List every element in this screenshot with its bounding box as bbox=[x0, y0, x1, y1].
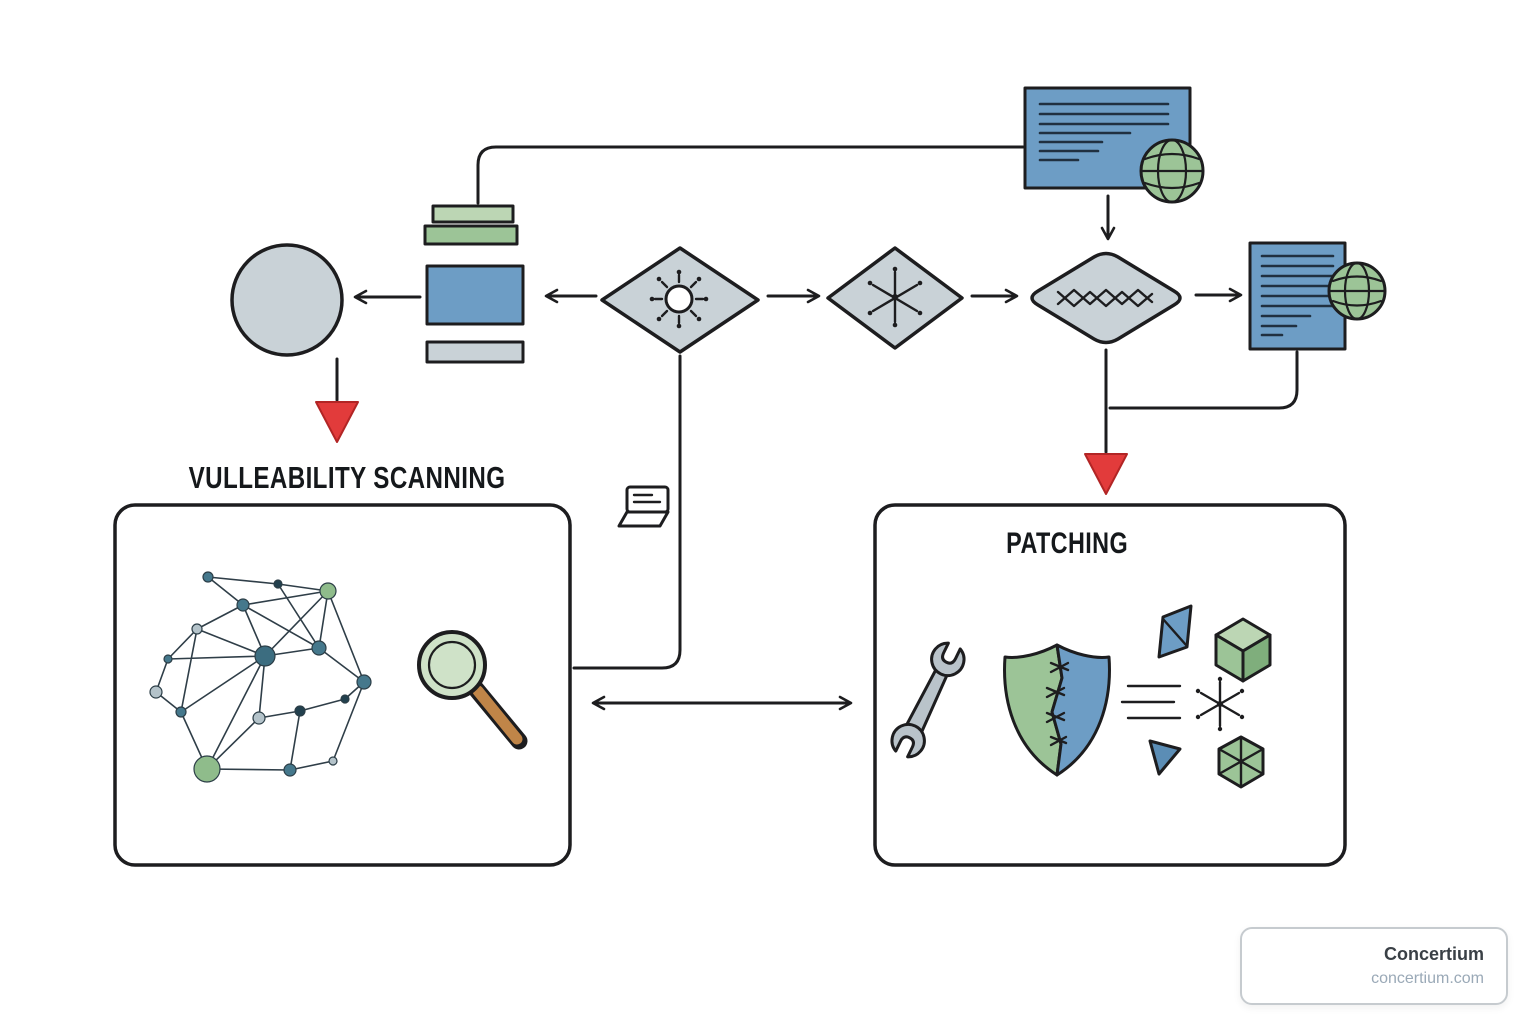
note-icon bbox=[617, 485, 670, 528]
globe-icon bbox=[1327, 261, 1387, 321]
magnifier-icon bbox=[417, 630, 528, 750]
scanning-panel bbox=[113, 503, 572, 867]
scan-report-card-icon bbox=[1023, 86, 1205, 204]
wrench-icon bbox=[890, 641, 966, 759]
brand-url: concertium.com bbox=[1371, 970, 1484, 987]
virus-diamond-icon bbox=[600, 246, 760, 354]
snowflake-diamond-icon bbox=[826, 246, 964, 350]
patching-title: PATCHING bbox=[1006, 527, 1128, 560]
red-down-arrow-icon bbox=[315, 401, 359, 443]
globe-icon bbox=[1139, 138, 1205, 204]
mesh-diamond-icon bbox=[1030, 251, 1182, 345]
asset-circle-icon bbox=[230, 243, 344, 357]
scanning-title: VULLEABILITY SCANNING bbox=[188, 460, 506, 495]
red-down-arrow-icon bbox=[1084, 453, 1128, 495]
server-stack-icon bbox=[423, 204, 525, 364]
network-graph-icon bbox=[149, 571, 372, 783]
brand-name: Concertium bbox=[1383, 944, 1484, 964]
fragment-shapes-icon bbox=[1120, 604, 1272, 789]
connector-lines bbox=[335, 145, 1299, 711]
brand-badge: Concertium concertium.com bbox=[1240, 927, 1508, 1005]
stitched-shield-icon bbox=[1003, 643, 1111, 777]
patched-report-icon bbox=[1248, 241, 1387, 351]
